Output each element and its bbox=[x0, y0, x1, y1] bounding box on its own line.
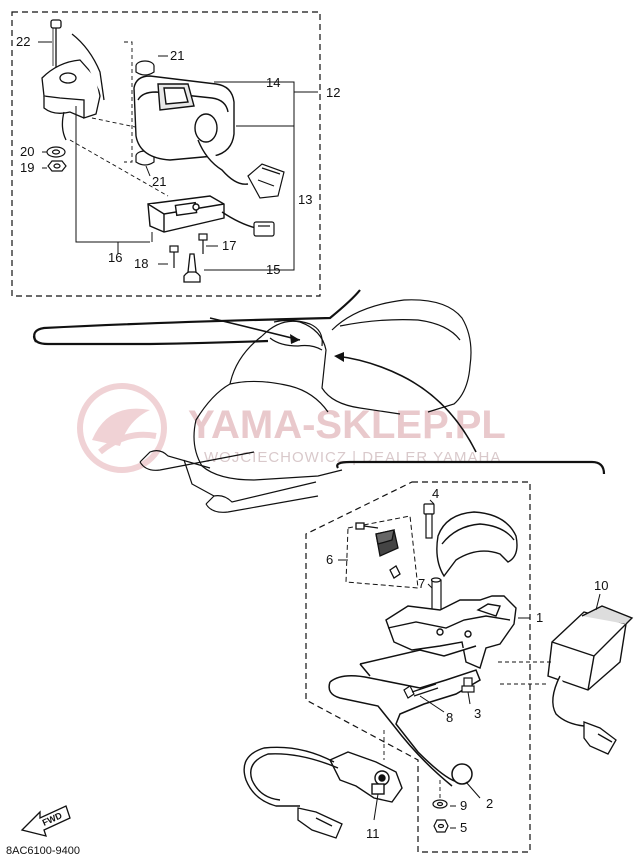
sensor-connector bbox=[297, 807, 343, 839]
screw-3 bbox=[461, 677, 475, 693]
throttle-housing bbox=[385, 595, 517, 669]
connector-lower bbox=[253, 221, 275, 237]
callout-7: 7 bbox=[418, 576, 425, 591]
connector-upper bbox=[247, 163, 285, 199]
callout-11: 11 bbox=[366, 826, 380, 841]
callout-12: 12 bbox=[326, 85, 340, 100]
grommet-21-upper bbox=[135, 60, 155, 76]
callout-10: 10 bbox=[594, 578, 608, 593]
callout-16: 16 bbox=[108, 250, 122, 265]
callout-21-upper: 21 bbox=[170, 48, 184, 63]
throttle-lever bbox=[328, 645, 481, 787]
assembly-guide-lines-bottom bbox=[383, 661, 552, 800]
callout-8: 8 bbox=[446, 710, 453, 725]
callout-22: 22 bbox=[16, 34, 30, 49]
callout-20: 20 bbox=[20, 144, 34, 159]
callout-18: 18 bbox=[134, 256, 148, 271]
diagram-code: 8AC6100-9400 bbox=[6, 845, 80, 857]
screw-8 bbox=[403, 683, 439, 699]
nut-9 bbox=[432, 799, 448, 809]
top-inset-frame bbox=[11, 11, 321, 297]
callout-3: 3 bbox=[474, 706, 481, 721]
sensor-cable bbox=[243, 746, 339, 807]
leader-lines-bottom bbox=[338, 499, 601, 829]
arrowheads bbox=[290, 334, 344, 362]
washer-5 bbox=[433, 819, 449, 833]
callout-13: 13 bbox=[298, 192, 312, 207]
clamp-bracket bbox=[41, 33, 105, 141]
nut-19 bbox=[47, 160, 67, 172]
module-connector bbox=[583, 721, 617, 755]
throttle-cover bbox=[436, 511, 518, 578]
callout-17: 17 bbox=[222, 238, 236, 253]
watermark-tagline: WOJCIECHOWICZ | DEALER YAMAHA bbox=[204, 449, 501, 466]
washer-20 bbox=[46, 146, 66, 158]
switch-group-6-frame bbox=[345, 515, 419, 589]
callout-5: 5 bbox=[460, 820, 467, 835]
snowmobile-outline bbox=[139, 299, 472, 513]
callout-21-lower: 21 bbox=[152, 174, 166, 189]
module-10 bbox=[547, 605, 634, 727]
callout-19: 19 bbox=[20, 160, 34, 175]
callout-15: 15 bbox=[266, 262, 280, 277]
callout-14: 14 bbox=[266, 75, 280, 90]
switch-body-16 bbox=[147, 195, 257, 233]
callout-9: 9 bbox=[460, 798, 467, 813]
bolt-4 bbox=[423, 503, 435, 539]
callout-brackets-top bbox=[75, 81, 318, 271]
switch-button-6 bbox=[355, 522, 401, 579]
callout-1: 1 bbox=[536, 610, 543, 625]
knob-15 bbox=[183, 253, 201, 283]
switch-housing-14 bbox=[133, 75, 249, 185]
screw-18 bbox=[169, 245, 179, 268]
bolt-22 bbox=[50, 19, 62, 68]
watermark-logo bbox=[77, 383, 167, 473]
watermark-brand: YAMA-SKLEP.PL bbox=[188, 403, 506, 447]
leader-lines-top bbox=[38, 41, 218, 265]
screw-17 bbox=[198, 233, 208, 254]
watermark: YAMA-SKLEP.PL WOJCIECHOWICZ | DEALER YAM… bbox=[77, 383, 506, 473]
fwd-arrow-icon: FWD bbox=[20, 805, 71, 837]
callout-2: 2 bbox=[486, 796, 493, 811]
bottom-inset-frame bbox=[305, 481, 531, 853]
zoom-leaders bbox=[32, 289, 606, 475]
throttle-sensor-11 bbox=[329, 751, 403, 803]
callout-labels: 22 21 14 12 20 19 21 13 16 17 18 15 4 6 … bbox=[16, 34, 608, 841]
callout-6: 6 bbox=[326, 552, 333, 567]
callout-4: 4 bbox=[432, 486, 439, 501]
